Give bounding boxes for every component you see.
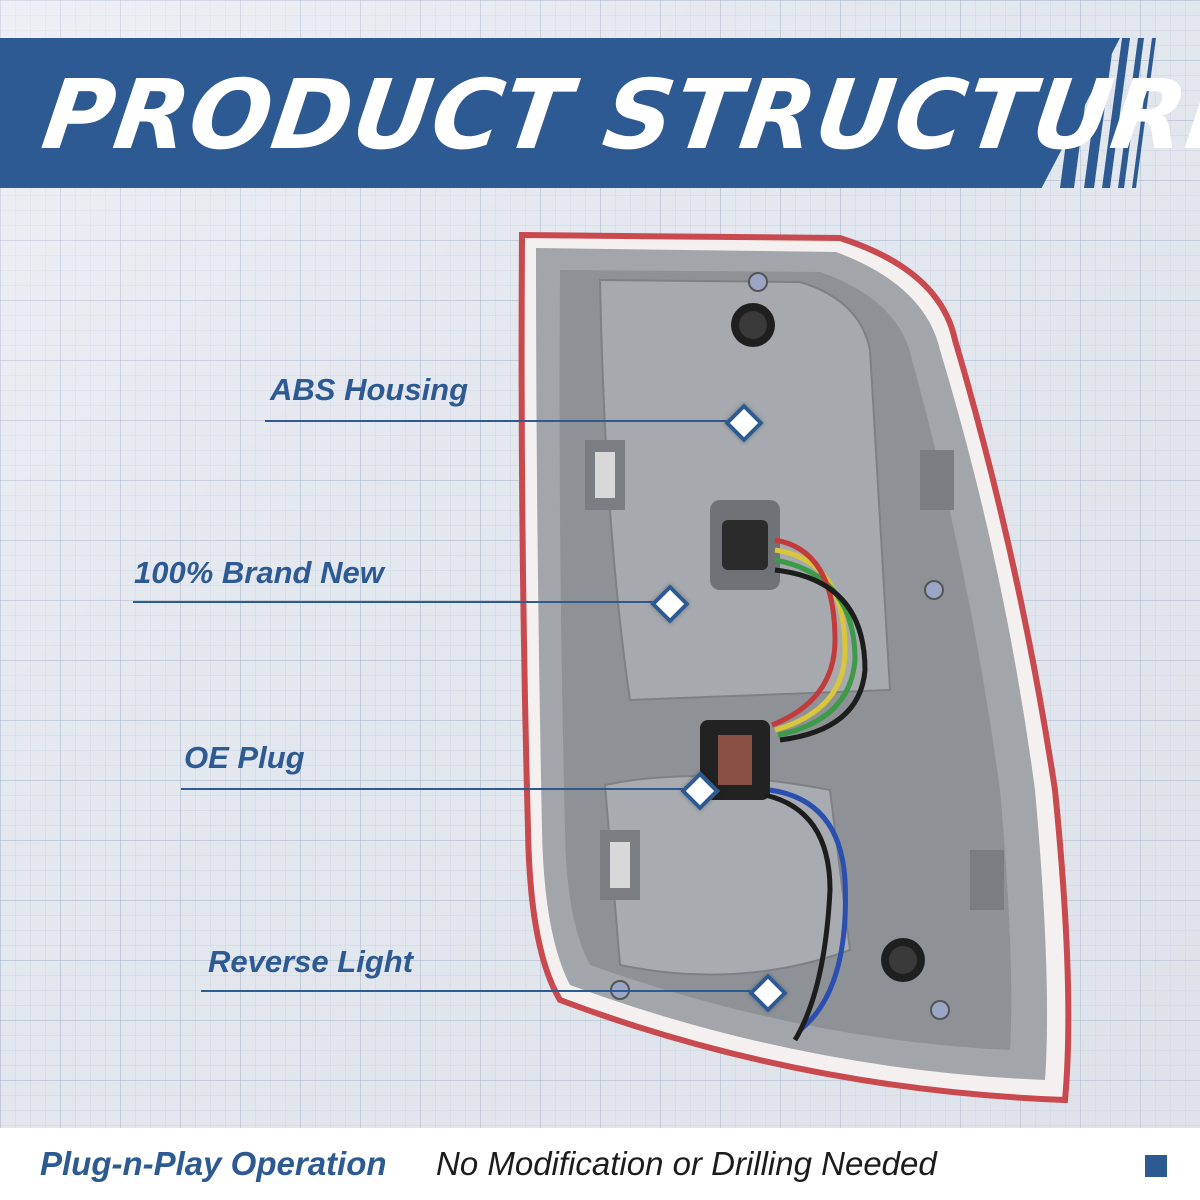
callout-line-abs-housing — [265, 420, 740, 422]
page-title: PRODUCT STRUCTURE — [36, 59, 1200, 171]
footer-highlight: Plug-n-Play Operation — [40, 1145, 387, 1182]
tail-light-image — [518, 231, 1072, 1104]
diagonal-stripes-icon — [1060, 38, 1156, 188]
callout-line-brand-new — [133, 601, 668, 603]
square-icon — [1145, 1155, 1167, 1177]
callout-label-brand-new: 100% Brand New — [134, 555, 384, 590]
callout-label-oe-plug: OE Plug — [184, 740, 305, 775]
title-banner — [0, 38, 1120, 188]
callout-line-reverse-light — [201, 990, 767, 992]
callout-label-abs-housing: ABS Housing — [270, 372, 469, 407]
footer-text: No Modification or Drilling Needed — [436, 1145, 937, 1182]
callout-line-oe-plug — [181, 788, 697, 790]
callout-label-reverse-light: Reverse Light — [208, 944, 414, 979]
footer-bar — [0, 1128, 1200, 1200]
